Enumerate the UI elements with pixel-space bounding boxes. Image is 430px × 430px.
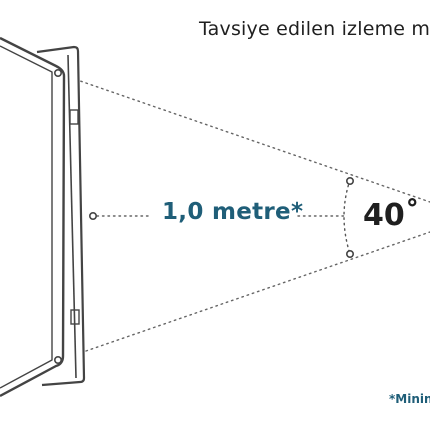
screen-top-marker <box>53 69 62 78</box>
angle-label: 40˚ <box>363 198 420 233</box>
distance-label: 1,0 metre* <box>162 199 304 225</box>
tv-side-profile <box>0 36 86 398</box>
viewing-cone-top-line <box>59 73 430 203</box>
angle-arc <box>343 179 351 255</box>
angle-bottom-marker <box>345 250 354 259</box>
angle-top-marker <box>345 177 354 186</box>
distance-start-marker <box>89 212 98 221</box>
viewing-cone-bottom-line <box>59 231 430 361</box>
diagram-title: Tavsiye edilen izleme m <box>199 18 430 40</box>
footnote-label: *Minin <box>389 392 430 406</box>
screen-bottom-marker <box>53 355 62 364</box>
